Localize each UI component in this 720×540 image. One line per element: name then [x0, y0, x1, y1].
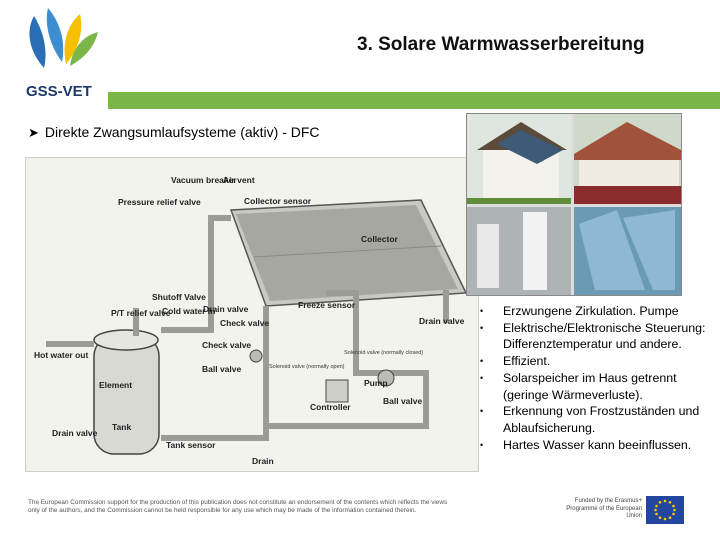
solenoid-symbol [250, 350, 262, 362]
label-tank: Tank [112, 422, 131, 432]
label-drain-valve-top: Drain valve [203, 304, 249, 314]
bullet-item: •Elektrische/Elektronische Steuerung: Di… [479, 320, 719, 353]
subtitle-text: Direkte Zwangsumlaufsysteme (aktiv) - DF… [45, 124, 320, 140]
label-check-valve-top: Check valve [220, 318, 269, 328]
label-collector-sensor: Collector sensor [244, 196, 312, 206]
label-shutoff-valve: Shutoff Valve [152, 292, 206, 302]
label-hot-water-out: Hot water out [34, 350, 88, 360]
photo-collage [466, 113, 682, 296]
gss-vet-logo: GSS-VET [22, 6, 102, 101]
subtitle: ➤ Direkte Zwangsumlaufsysteme (aktiv) - D… [28, 124, 320, 141]
label-drain-valve-right: Drain valve [419, 316, 465, 326]
controller-box [326, 380, 348, 402]
eu-flag-icon [646, 496, 684, 524]
bullet-item: •Erzwungene Zirkulation. Pumpe [479, 303, 719, 320]
label-solenoid-open: Solenoid valve (normally open) [269, 364, 345, 370]
label-ball-valve-left: Ball valve [202, 364, 241, 374]
bullet-dot-icon: • [480, 320, 483, 337]
bullet-list: •Erzwungene Zirkulation. Pumpe •Elektris… [479, 303, 719, 453]
eu-disclaimer: The European Commission support for the … [28, 499, 448, 515]
label-ball-valve-right: Ball valve [383, 396, 422, 406]
tank [94, 330, 159, 454]
label-controller: Controller [310, 402, 351, 412]
bullet-dot-icon: • [480, 353, 483, 370]
bullet-dot-icon: • [480, 370, 483, 387]
label-check-valve: Check valve [202, 340, 251, 350]
label-drain: Drain [252, 456, 274, 466]
system-diagram: Vacuum breaker Air vent Collector sensor… [25, 157, 479, 472]
bullet-dot-icon: • [480, 303, 483, 320]
label-drain-valve-bottom: Drain valve [52, 428, 98, 438]
label-collector: Collector [361, 234, 399, 244]
label-air-vent: Air vent [223, 175, 255, 185]
label-tank-sensor: Tank sensor [166, 440, 216, 450]
label-solenoid-closed: Solenoid valve (normally closed) [344, 350, 423, 356]
label-pressure-relief-valve: Pressure relief valve [118, 197, 201, 207]
bullet-item: •Effizient. [479, 353, 719, 370]
bullet-dot-icon: • [480, 403, 483, 420]
bullet-item: •Solarspeicher im Haus getrennt (geringe… [479, 370, 719, 403]
eu-funding-badge: Funded by the Erasmus+ Programme of the … [560, 496, 690, 528]
slide-title: 3. Solare Warmwasserbereitung [300, 34, 720, 56]
label-freeze-sensor: Freeze sensor [298, 300, 356, 310]
bullet-dot-icon: • [480, 437, 483, 454]
accent-bar [108, 92, 720, 109]
bullet-item: •Hartes Wasser kann beeinflussen. [479, 437, 719, 454]
logo-text: GSS-VET [26, 83, 92, 100]
arrow-right-icon: ➤ [28, 125, 39, 140]
eu-funding-text: Funded by the Erasmus+ Programme of the … [560, 498, 642, 521]
bullet-item: •Erkennung von Frostzuständen und Ablauf… [479, 403, 719, 436]
label-element: Element [99, 380, 132, 390]
label-pump: Pump [364, 378, 388, 388]
